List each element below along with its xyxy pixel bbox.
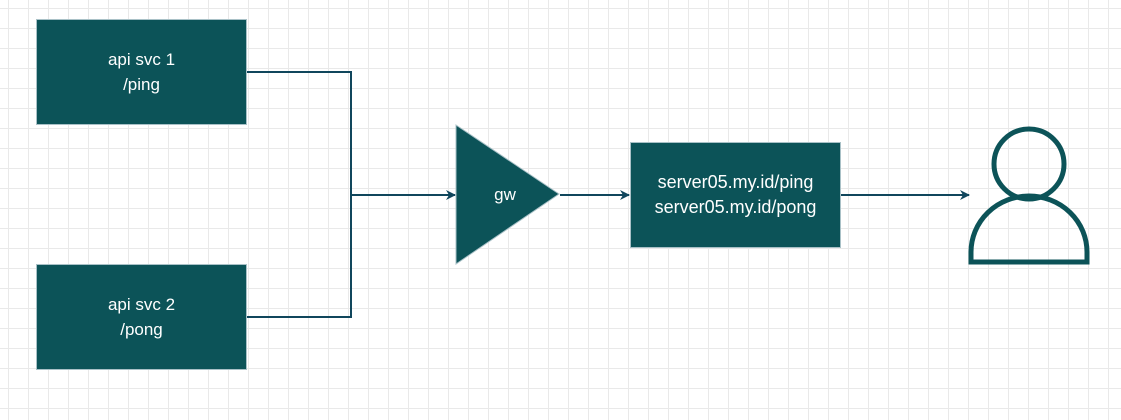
service-2-path: /pong <box>120 320 163 339</box>
gateway-label: gw <box>494 185 516 204</box>
server-route-ping: server05.my.id/ping <box>657 172 814 192</box>
service-1-name: api svc 1 <box>107 50 176 69</box>
user-icon[interactable] <box>968 126 1090 265</box>
service-2-name: api svc 2 <box>107 295 176 314</box>
service-1-path: /ping <box>123 75 160 94</box>
server-box[interactable]: server05.my.id/ping server05.my.id/pong <box>630 142 841 248</box>
service-box-2[interactable]: api svc 2 /pong <box>36 264 247 370</box>
connector-svc2-to-junction <box>247 195 352 318</box>
connector-svc1-to-junction <box>247 71 352 195</box>
user-body-icon <box>968 193 1090 265</box>
server-route-pong: server05.my.id/pong <box>654 197 817 217</box>
gateway-triangle[interactable] <box>455 124 560 265</box>
service-box-1[interactable]: api svc 1 /ping <box>36 19 247 125</box>
user-head-icon <box>991 126 1067 202</box>
